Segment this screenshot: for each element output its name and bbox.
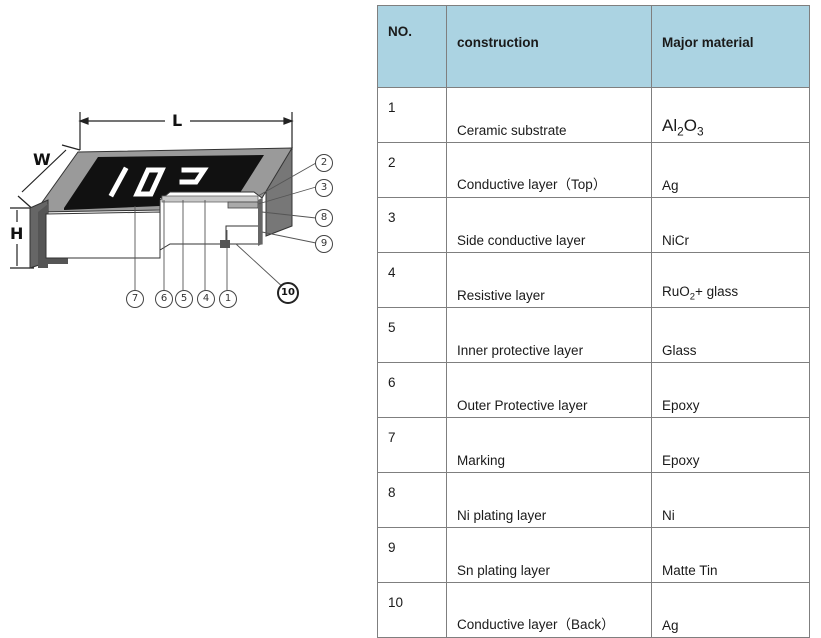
construction-cell: Marking: [446, 417, 652, 473]
height-label: H: [10, 224, 24, 243]
material-cell: Matte Tin: [651, 527, 810, 583]
material-cell: NiCr: [651, 197, 810, 253]
row-number: 1: [377, 87, 447, 143]
construction-cell: Inner protective layer: [446, 307, 652, 363]
chip-resistor-drawing: [10, 112, 317, 290]
row-number: 9: [377, 527, 447, 583]
side-plating: [258, 198, 262, 246]
construction-cell: Side conductive layer: [446, 197, 652, 253]
row-number: 8: [377, 472, 447, 528]
callout-4: 4: [197, 290, 215, 308]
material-cell: RuO2+ glass: [651, 252, 810, 308]
material-cell: Ni: [651, 472, 810, 528]
back-conductive-pad: [220, 240, 230, 248]
length-dimension-line: [78, 112, 294, 150]
header-material: Major material: [651, 5, 810, 88]
construction-cell: Resistive layer: [446, 252, 652, 308]
header-no: NO.: [377, 5, 447, 88]
construction-cell: Ni plating layer: [446, 472, 652, 528]
table-header-row: NO. construction Major material: [377, 5, 810, 88]
material-cell: Al2O3: [651, 87, 810, 143]
material-cell: Epoxy: [651, 417, 810, 473]
header-construction: construction: [446, 5, 652, 88]
callout-5: 5: [175, 290, 193, 308]
row-number: 6: [377, 362, 447, 418]
material-cell: Ag: [651, 142, 810, 198]
left-bottom-terminal: [44, 256, 68, 264]
callout-1: 1: [219, 290, 237, 308]
callout-10: 10: [277, 282, 299, 304]
row-number: 3: [377, 197, 447, 253]
construction-cell: Ceramic substrate: [446, 87, 652, 143]
material-cell: Ag: [651, 582, 810, 638]
top-conductive-layer: [227, 201, 259, 209]
substrate-block: [225, 225, 261, 245]
callout-6: 6: [155, 290, 173, 308]
material-cell: Epoxy: [651, 362, 810, 418]
row-number: 10: [377, 582, 447, 638]
construction-cell: Conductive layer（Back）: [446, 582, 652, 638]
row-number: 5: [377, 307, 447, 363]
material-cell: Glass: [651, 307, 810, 363]
callout-3: 3: [315, 179, 333, 197]
layer-stack: [161, 195, 259, 203]
construction-cell: Conductive layer（Top）: [446, 142, 652, 198]
construction-cell: Outer Protective layer: [446, 362, 652, 418]
callout-8: 8: [315, 209, 333, 227]
leader-lines: [134, 162, 317, 290]
length-label: L: [172, 111, 183, 130]
resistor-construction-diagram: L W H 2 3 8 9 10 7 6 5 4 1: [0, 0, 370, 499]
callout-7: 7: [126, 290, 144, 308]
row-number: 4: [377, 252, 447, 308]
construction-cell: Sn plating layer: [446, 527, 652, 583]
row-number: 2: [377, 142, 447, 198]
row-number: 7: [377, 417, 447, 473]
callout-2: 2: [315, 154, 333, 172]
callout-9: 9: [315, 235, 333, 253]
width-label: W: [33, 150, 51, 169]
marking-digits: [108, 166, 209, 198]
ceramic-front-face: [45, 211, 161, 259]
